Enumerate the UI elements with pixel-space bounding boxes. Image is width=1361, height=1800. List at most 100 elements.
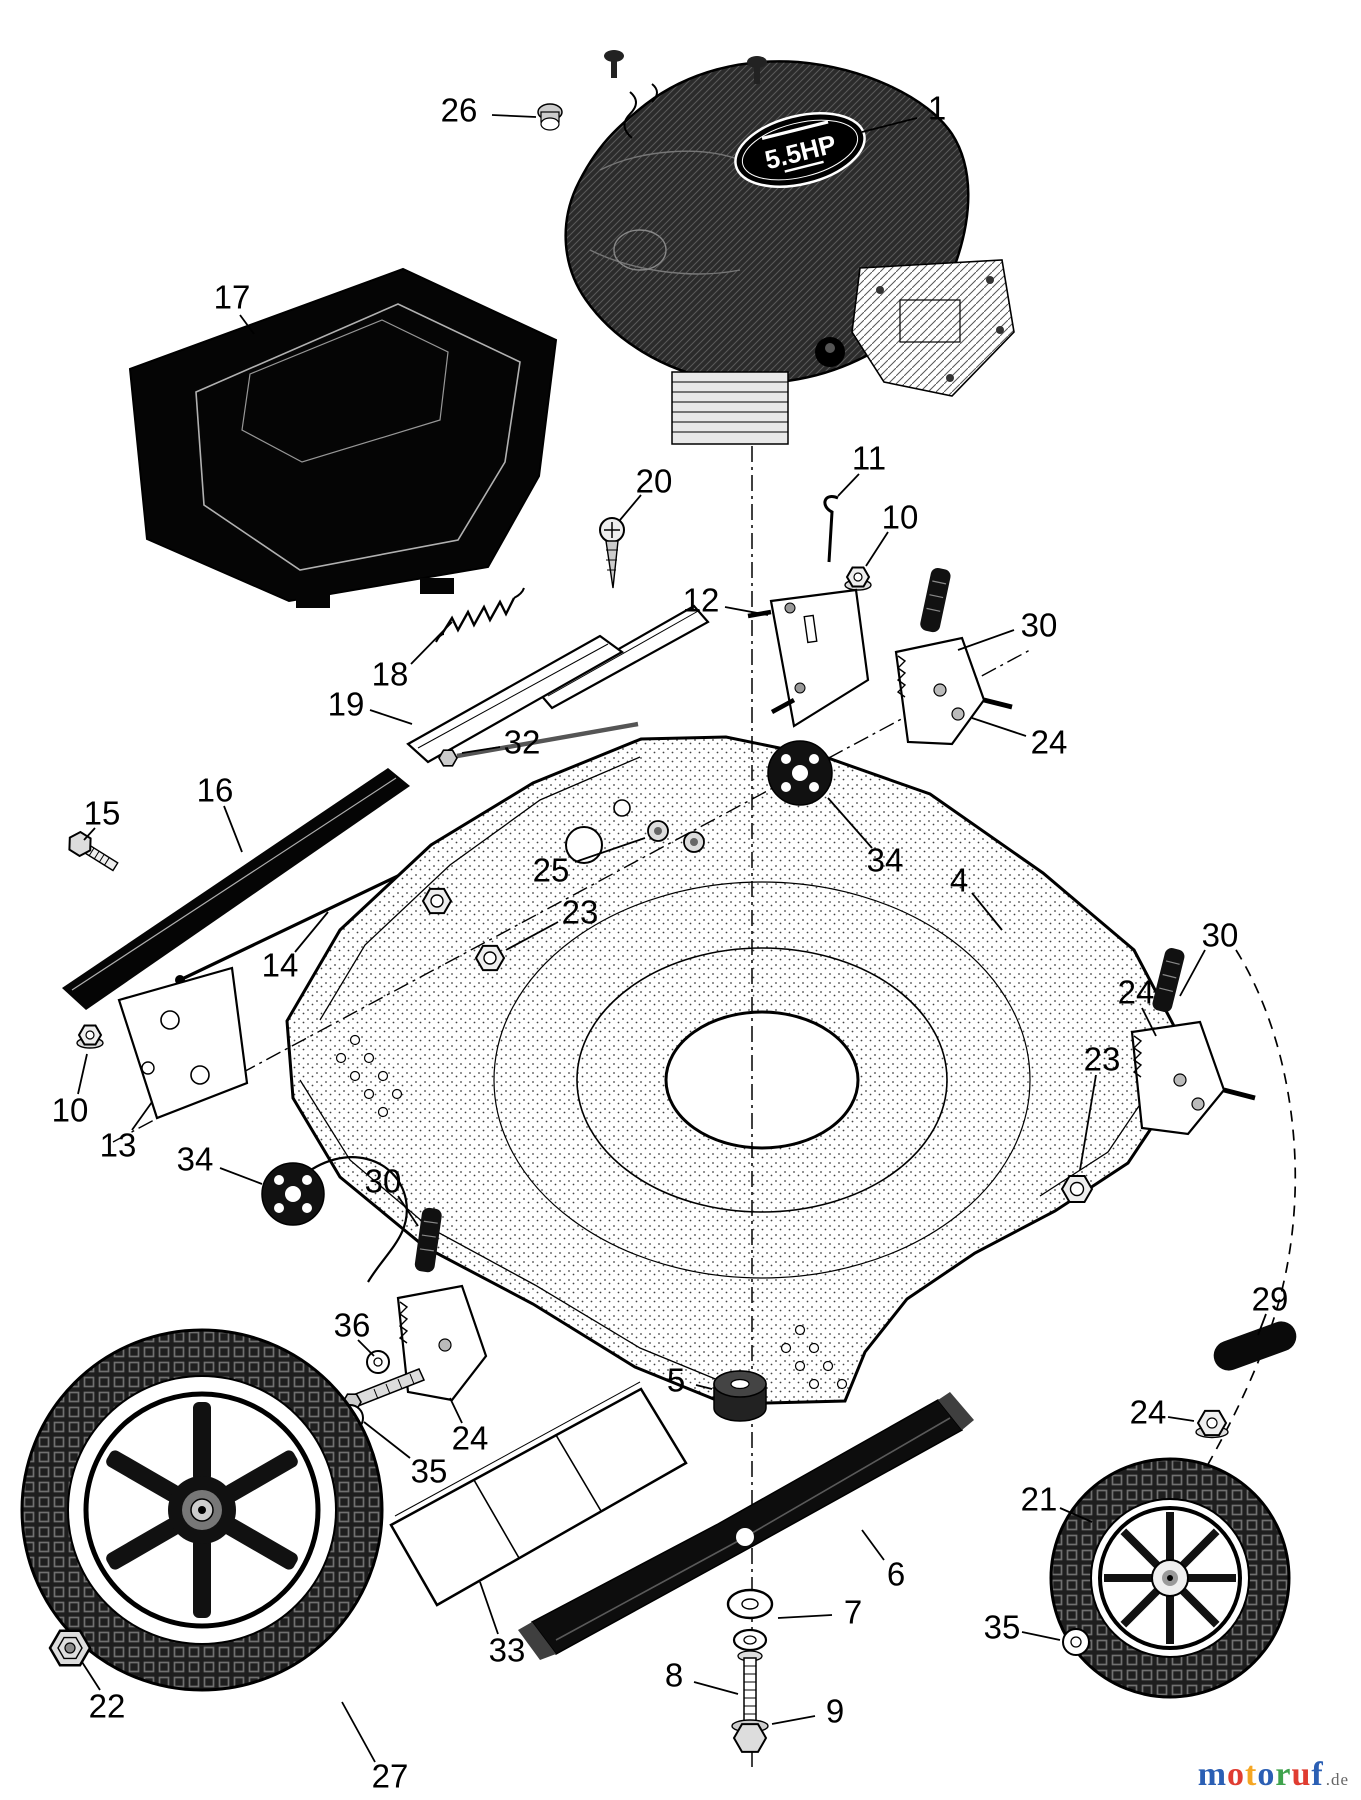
- axle-disc: [767, 740, 833, 806]
- leader-line-24: [971, 717, 1027, 737]
- adjuster-lever: [920, 567, 951, 633]
- leader-line-20: [619, 494, 642, 521]
- engine-bracket-right: [747, 588, 870, 728]
- leader-line-30: [397, 1195, 419, 1227]
- cover-foot: [420, 578, 454, 594]
- deck-hole: [565, 826, 603, 864]
- leader-line-33: [479, 1581, 499, 1635]
- shoulder-bolt: [68, 830, 119, 872]
- deflector-strip-lower: [406, 634, 625, 764]
- spring: [435, 587, 525, 643]
- washer-stack: [726, 1588, 774, 1652]
- flange-nut: [76, 1024, 104, 1049]
- watermark-word: motoruf: [1197, 1756, 1324, 1793]
- cylinder-fins: [671, 371, 789, 445]
- throttle-cable-squiggle: [623, 91, 637, 139]
- rod-screw: [438, 721, 639, 767]
- leader-line-18: [410, 621, 453, 665]
- leader-line-8: [693, 1681, 739, 1695]
- cover-foot: [296, 592, 330, 608]
- hook-pin: [823, 495, 839, 563]
- leader-line-34: [827, 797, 873, 849]
- deflector-strip-upper: [538, 604, 710, 710]
- leader-line-10: [77, 1053, 88, 1095]
- crankcase-block: [851, 259, 1015, 397]
- axle-disc: [261, 1162, 325, 1226]
- deck-hole: [613, 799, 631, 817]
- wheel-nut: [48, 1629, 92, 1667]
- leader-line-15: [83, 827, 96, 841]
- deck-center-opening: [664, 1010, 860, 1150]
- leader-line-10: [865, 531, 889, 567]
- leader-line-35: [363, 1421, 411, 1459]
- leader-line-26: [491, 114, 537, 118]
- hex-nut: [1060, 1175, 1094, 1203]
- engine-assembly: 5.5HP: [564, 50, 1015, 445]
- leader-lines-layer: [77, 114, 1267, 1763]
- engine-top-bolt: [747, 56, 767, 84]
- baffle-panel: [389, 1381, 688, 1607]
- leader-line-30: [1179, 949, 1206, 997]
- watermark-suffix: .de: [1325, 1770, 1349, 1789]
- trail-shield-bar: [62, 768, 410, 1010]
- leader-line-22: [81, 1661, 101, 1691]
- leader-line-36: [357, 1339, 375, 1357]
- deck-dome-contours: [299, 756, 1151, 1386]
- leader-line-27: [341, 1701, 376, 1763]
- blade-bolt: [731, 1650, 769, 1753]
- leader-line-29: [1257, 1313, 1267, 1336]
- leader-line-12: [724, 606, 769, 616]
- wheel-right: [1049, 1457, 1291, 1699]
- leader-line-35: [1021, 1631, 1061, 1641]
- leader-line-23: [505, 921, 559, 951]
- leader-line-17: [239, 314, 255, 335]
- adjuster-lever: [414, 1207, 442, 1273]
- wheel-left: [20, 1328, 384, 1692]
- mower-deck-housing: [285, 735, 1176, 1406]
- leader-line-13: [131, 1101, 153, 1131]
- leader-line-24: [1141, 1007, 1157, 1037]
- leader-line-7: [777, 1614, 833, 1619]
- leader-line-21: [1059, 1507, 1093, 1523]
- leader-line-4: [971, 892, 1003, 931]
- flange-nut: [844, 566, 872, 591]
- engine-cover-panel: [128, 267, 558, 608]
- blade-adapter: [713, 1370, 767, 1422]
- height-adjuster-left: [336, 1207, 488, 1432]
- height-adjuster-right: [1130, 948, 1256, 1136]
- grommet: [537, 103, 563, 131]
- leader-line-9: [771, 1715, 816, 1725]
- engine-bracket-left: [117, 966, 249, 1120]
- leader-line-25: [574, 837, 646, 863]
- leader-line-5: [695, 1384, 713, 1390]
- deck-vent-holes: [335, 1034, 848, 1390]
- leader-line-11: [837, 473, 860, 497]
- leader-line-34: [219, 1167, 263, 1185]
- leader-line-23: [1079, 1074, 1097, 1171]
- leader-line-16: [223, 805, 243, 853]
- engine-top-bolt: [604, 50, 624, 78]
- hex-nut: [474, 944, 506, 972]
- leader-line-24: [449, 1397, 463, 1424]
- carburetor-detail: [613, 229, 667, 271]
- hex-nut: [421, 887, 453, 915]
- height-adjuster-upper-right: [894, 567, 1013, 746]
- engine-badge: 5.5HP: [734, 112, 866, 188]
- blade: [518, 1392, 974, 1660]
- leader-line-14: [294, 911, 329, 953]
- blade-center-hole: [736, 1528, 754, 1546]
- screw: [599, 517, 625, 589]
- watermark-logo: motoruf.de: [1198, 1756, 1349, 1794]
- leader-line-1: [861, 117, 918, 133]
- leader-line-6: [861, 1529, 885, 1561]
- leader-line-19: [369, 709, 413, 725]
- leader-line-32: [461, 746, 501, 754]
- adjuster-lever: [1152, 948, 1185, 1013]
- cable-curve: [299, 1156, 408, 1283]
- leader-line-24: [1167, 1416, 1195, 1422]
- carriage-bolts: [647, 820, 705, 853]
- leader-line-30: [957, 629, 1015, 651]
- grip-pad: [1213, 1321, 1297, 1371]
